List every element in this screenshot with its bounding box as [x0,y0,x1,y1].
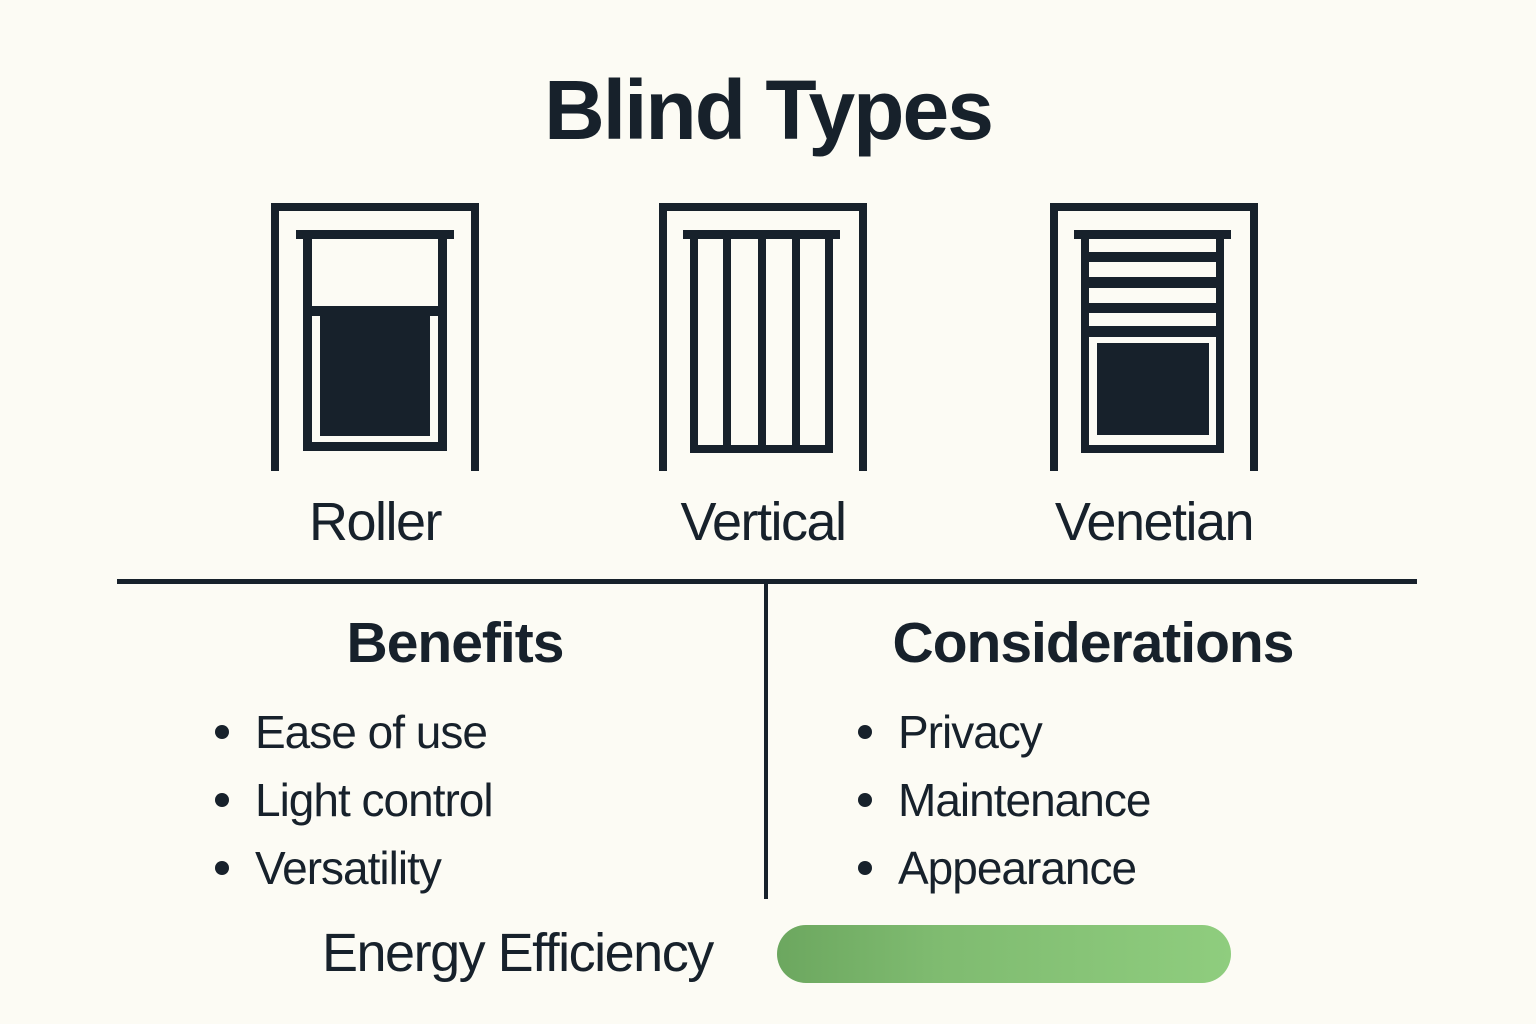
bullet-dot [858,861,872,875]
benefits-list: Ease of use Light control Versatility [215,698,494,902]
energy-efficiency-bar [777,925,1231,983]
vertical-blind-icon [659,203,867,471]
bullet-dot [215,725,229,739]
blind-type-venetian: Venetian [1050,203,1258,553]
roller-blind-icon [271,203,479,471]
bullet-dot [858,725,872,739]
benefits-list-item: Versatility [215,834,493,902]
blind-type-roller: Roller [271,203,479,553]
considerations-list-item: Maintenance [858,766,1151,834]
bullet-dot [215,793,229,807]
considerations-list-item: Privacy [858,698,1150,766]
considerations-item-label: Privacy [898,706,1043,758]
benefits-list-item: Ease of use [215,698,493,766]
horizontal-divider [117,579,1417,584]
considerations-list: Privacy Maintenance Appearance [858,698,1151,902]
benefits-heading: Benefits [346,611,565,675]
blind-type-label-roller: Roller [308,492,443,552]
blind-type-vertical: Vertical [659,203,867,553]
benefits-item-label: Ease of use [255,706,488,758]
considerations-item-label: Appearance [898,842,1137,894]
benefits-list-item: Light control [215,766,494,834]
bullet-dot [215,861,229,875]
benefits-item-label: Versatility [255,842,442,894]
considerations-list-item: Appearance [858,834,1150,902]
benefits-item-label: Light control [255,774,494,826]
considerations-heading: Considerations [892,611,1295,675]
energy-efficiency-label: Energy Efficiency [322,923,714,983]
blind-type-label-venetian: Venetian [1054,492,1255,552]
bullet-dot [858,793,872,807]
considerations-item-label: Maintenance [898,774,1151,826]
blind-type-label-vertical: Vertical [680,492,847,552]
vertical-divider [764,584,768,899]
venetian-blind-icon [1050,203,1258,471]
page-title: Blind Types [544,63,994,157]
